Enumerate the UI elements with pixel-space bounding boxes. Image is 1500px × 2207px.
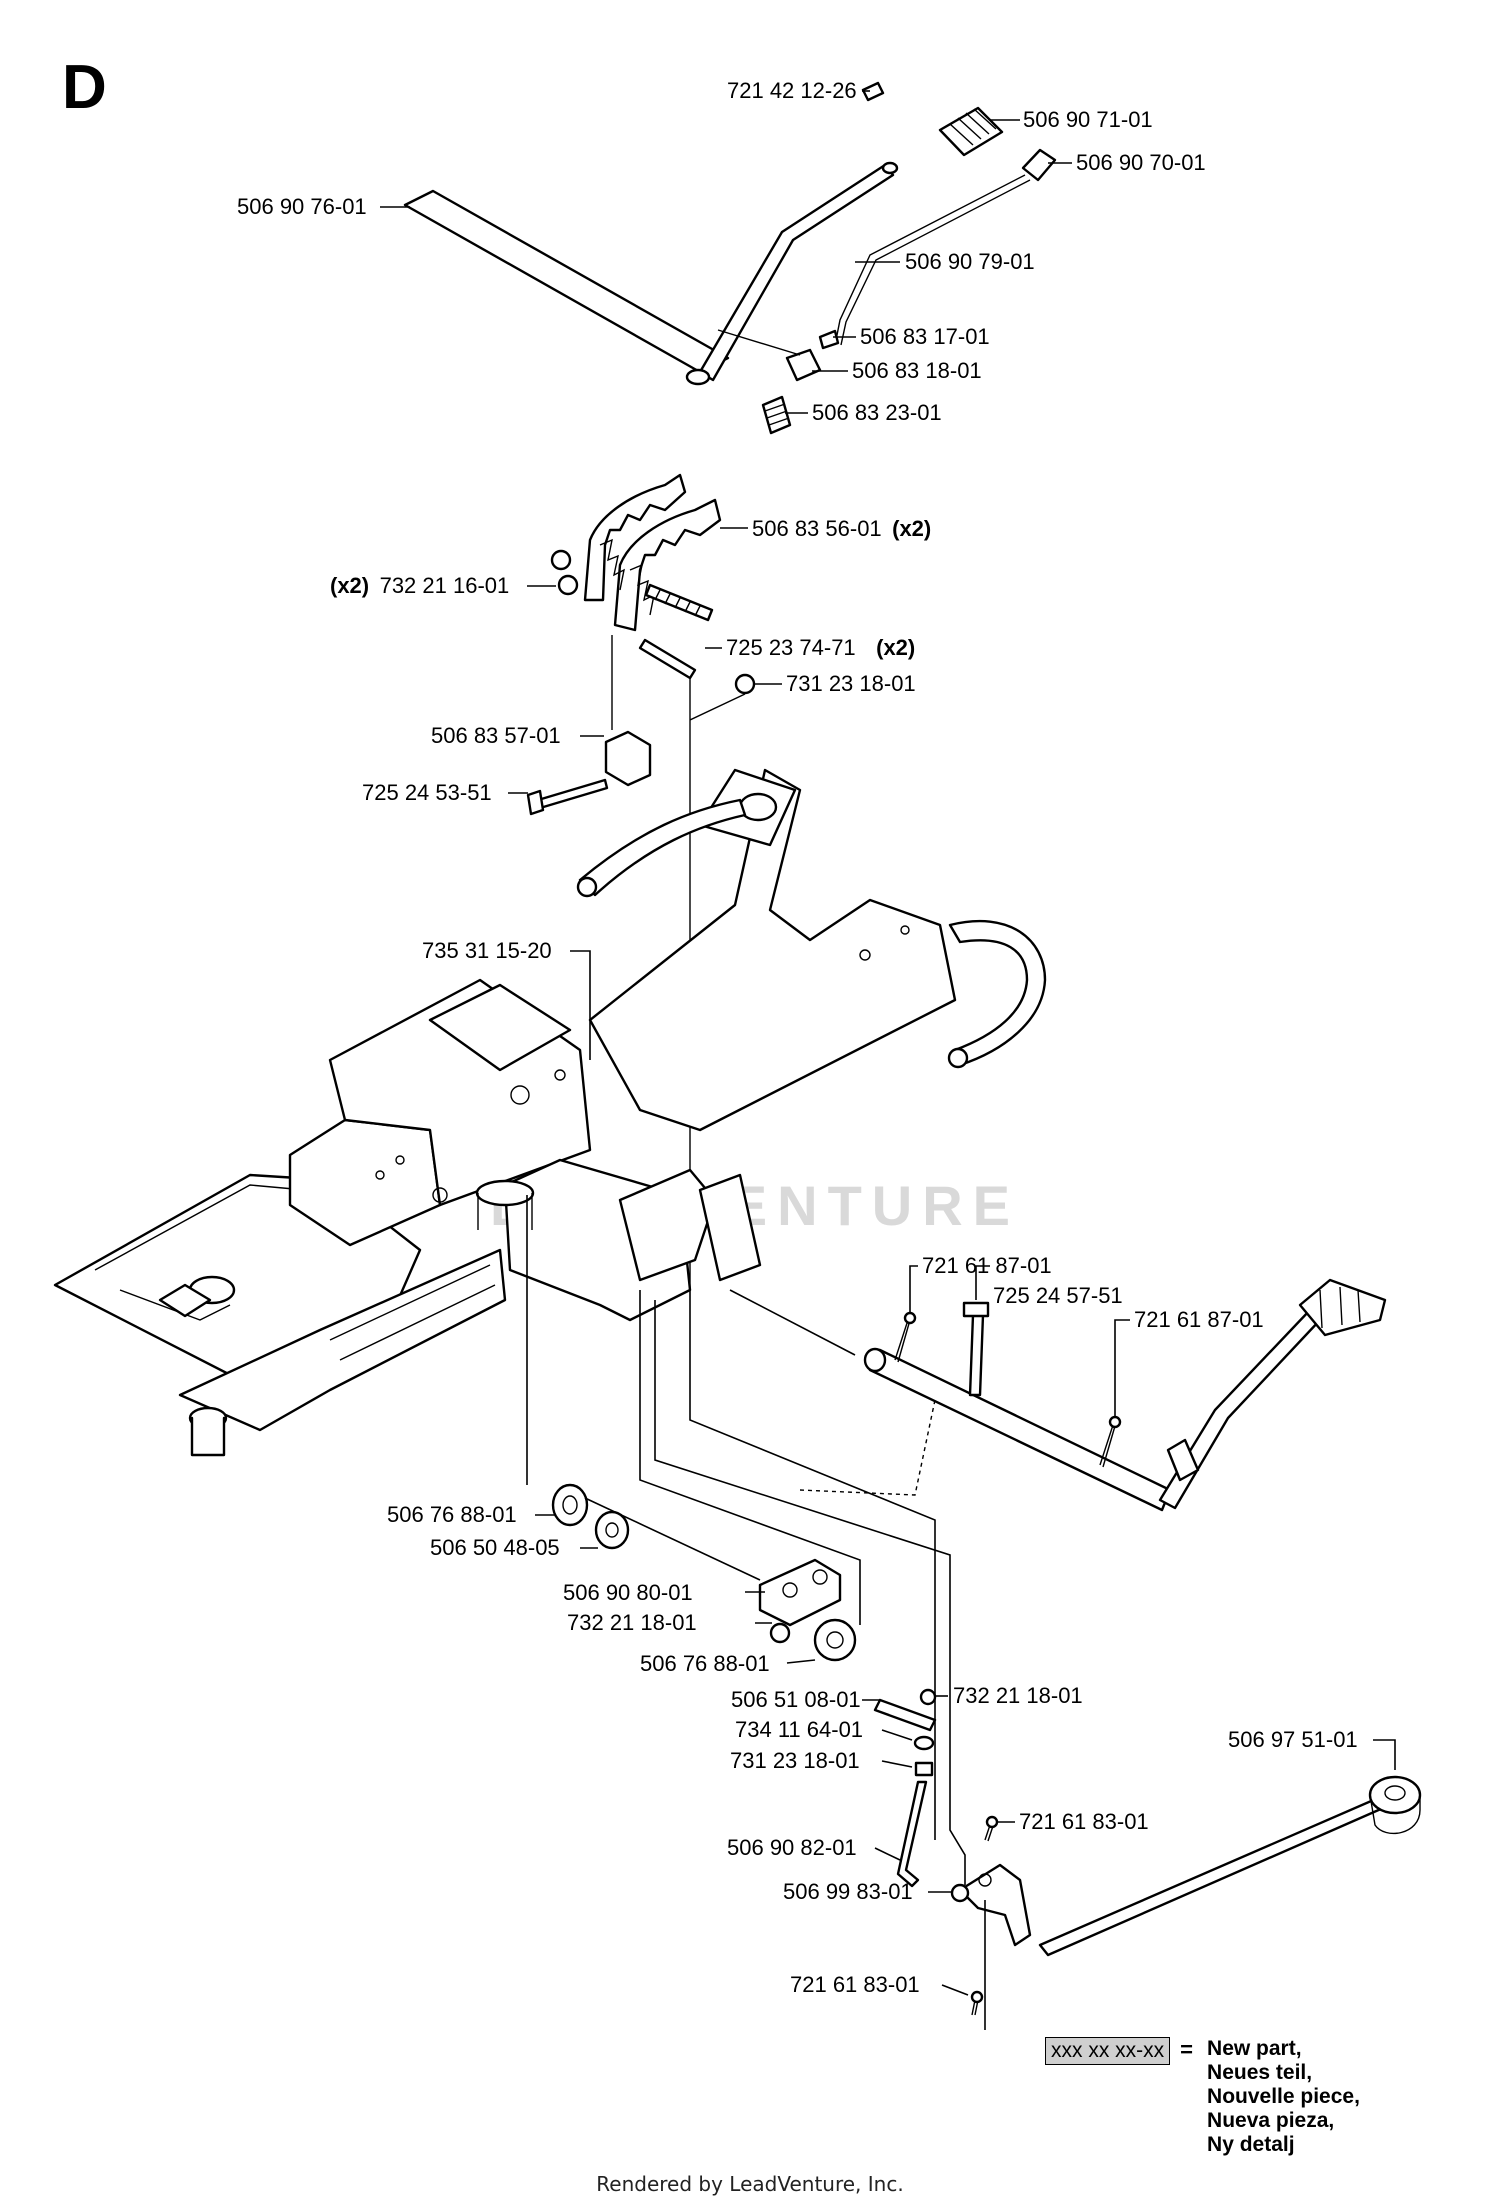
legend-line: Nueva pieza, xyxy=(1207,2109,1335,2132)
part-label-506-90-76-01: 506 90 76-01 xyxy=(237,194,367,219)
footer-credit: Rendered by LeadVenture, Inc. xyxy=(596,2172,904,2196)
part-label-721-61-87-01-b: 721 61 87-01 xyxy=(1134,1307,1264,1332)
part-label-725-23-74-71: 725 23 74-71 (x2) xyxy=(726,635,915,660)
part-labels: 721 42 12-26 506 90 71-01 506 90 70-01 5… xyxy=(237,78,1358,1997)
part-label-506-83-23-01: 506 83 23-01 xyxy=(812,400,942,425)
part-label-506-90-82-01: 506 90 82-01 xyxy=(727,1835,857,1860)
legend-text: New part, Neues teil, Nouvelle piece, Nu… xyxy=(1207,2037,1360,2157)
legend-line: Ny detalj xyxy=(1207,2133,1295,2156)
legend-sample-box: xxx xx xx-xx xyxy=(1045,2037,1171,2065)
part-label-506-51-08-01: 506 51 08-01 xyxy=(731,1687,861,1712)
part-label-506-99-83-01: 506 99 83-01 xyxy=(783,1879,913,1904)
part-label-506-83-17-01: 506 83 17-01 xyxy=(860,324,990,349)
part-label-506-76-88-01-a: 506 76 88-01 xyxy=(387,1502,517,1527)
part-label-734-11-64-01: 734 11 64-01 xyxy=(735,1717,863,1742)
part-label-506-83-18-01: 506 83 18-01 xyxy=(852,358,982,383)
part-label-506-90-79-01: 506 90 79-01 xyxy=(905,249,1035,274)
part-label-506-50-48-05: 506 50 48-05 xyxy=(430,1535,560,1560)
part-label-725-24-57-51: 725 24 57-51 xyxy=(993,1283,1123,1308)
new-part-legend: xxx xx xx-xx = New part, Neues teil, Nou… xyxy=(1045,2037,1360,2157)
legend-equals: = xyxy=(1180,2037,1194,2062)
part-label-506-76-88-01-b: 506 76 88-01 xyxy=(640,1651,770,1676)
part-label-506-90-70-01: 506 90 70-01 xyxy=(1076,150,1206,175)
label-leaders xyxy=(380,90,1396,1996)
part-label-721-42-12-26: 721 42 12-26 xyxy=(727,78,857,103)
frame-drawing xyxy=(53,768,1047,1457)
lift-handle-drawing xyxy=(403,81,1057,435)
legend-line: Nouvelle piece, xyxy=(1207,2085,1360,2108)
lift-lever-drawing xyxy=(729,1278,1387,1512)
part-label-506-97-51-01: 506 97 51-01 xyxy=(1228,1727,1358,1752)
part-label-725-24-53-51: 725 24 53-51 xyxy=(362,780,492,805)
part-label-721-61-83-01-a: 721 61 83-01 xyxy=(1019,1809,1149,1834)
part-label-732-21-18-01-a: 732 21 18-01 xyxy=(567,1610,697,1635)
part-label-506-83-56-01: 506 83 56-01 (x2) xyxy=(752,516,931,541)
part-label-732-21-16-01: (x2) 732 21 16-01 xyxy=(330,573,509,598)
part-label-506-90-71-01: 506 90 71-01 xyxy=(1023,107,1153,132)
section-letter: D xyxy=(62,53,107,122)
part-label-731-23-18-01-b: 731 23 18-01 xyxy=(730,1748,860,1773)
part-label-735-31-15-20: 735 31 15-20 xyxy=(422,938,552,963)
part-label-721-61-87-01-a: 721 61 87-01 xyxy=(922,1253,1052,1278)
legend-line: New part, xyxy=(1207,2037,1302,2060)
legend-line: Neues teil, xyxy=(1207,2061,1313,2084)
part-label-732-21-18-01-b: 732 21 18-01 xyxy=(953,1683,1083,1708)
sector-plates-drawing xyxy=(526,473,756,1290)
part-label-506-90-80-01: 506 90 80-01 xyxy=(563,1580,693,1605)
lower-linkage-drawing xyxy=(526,1195,1422,2030)
part-label-721-61-83-01-b: 721 61 83-01 xyxy=(790,1972,920,1997)
part-label-506-83-57-01: 506 83 57-01 xyxy=(431,723,561,748)
part-label-731-23-18-01: 731 23 18-01 xyxy=(786,671,916,696)
